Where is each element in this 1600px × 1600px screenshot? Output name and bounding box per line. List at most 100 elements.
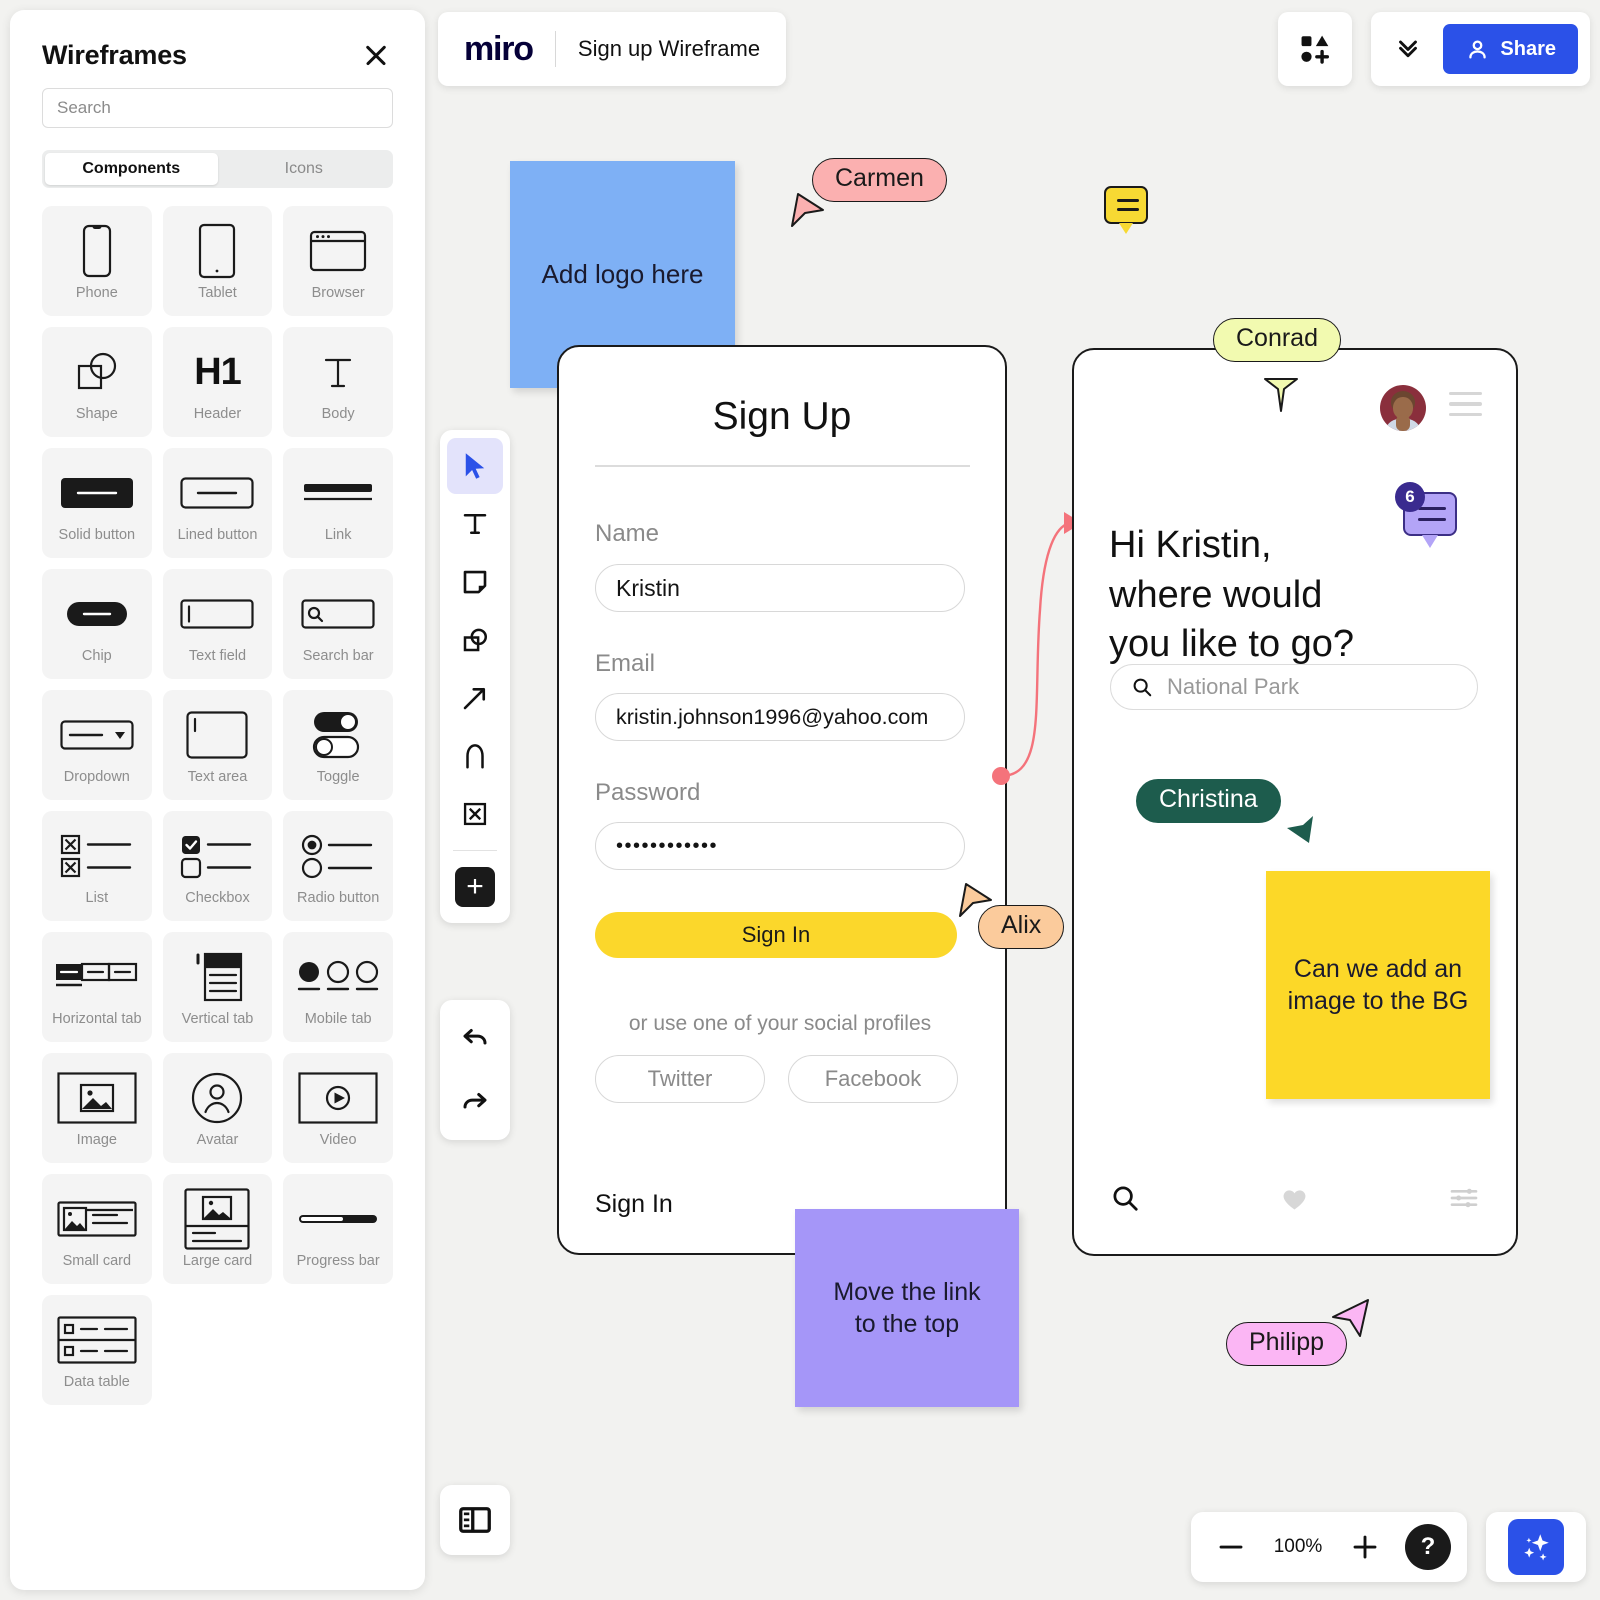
component-large-card[interactable]: Large card xyxy=(162,1174,273,1284)
component-data-table[interactable]: Data table xyxy=(42,1295,152,1405)
component-link[interactable]: Link xyxy=(283,448,393,558)
component-progress-bar[interactable]: Progress bar xyxy=(283,1174,393,1284)
sticky-note-bg-image[interactable]: Can we add an image to the BG xyxy=(1266,871,1490,1099)
component-search-bar[interactable]: Search bar xyxy=(283,569,393,679)
more-tool[interactable]: + xyxy=(447,859,503,915)
component-label: Video xyxy=(319,1132,357,1148)
signin-button[interactable]: Sign In xyxy=(595,912,957,958)
component-label: Body xyxy=(321,406,355,422)
signup-title-underline xyxy=(595,465,970,467)
comment-badge-yellow[interactable] xyxy=(1104,186,1148,237)
pen-tool[interactable] xyxy=(447,728,503,784)
component-label: Header xyxy=(193,406,242,422)
cursor-pointer-conrad xyxy=(1264,378,1298,412)
zoom-in-button[interactable] xyxy=(1347,1529,1383,1565)
sticky-tool[interactable] xyxy=(447,554,503,610)
component-mobile-tab[interactable]: Mobile tab xyxy=(283,932,393,1042)
text-tool[interactable] xyxy=(447,496,503,552)
avatar[interactable] xyxy=(1380,385,1426,431)
data-table-icon xyxy=(57,1310,137,1370)
component-label: Small card xyxy=(62,1253,132,1269)
zoom-level[interactable]: 100% xyxy=(1273,1536,1323,1557)
signup-frame[interactable] xyxy=(557,345,1007,1255)
hamburger-icon[interactable] xyxy=(1449,392,1482,417)
progress-bar-icon xyxy=(298,1189,378,1249)
search-frame-bottom-nav xyxy=(1110,1182,1480,1214)
component-avatar[interactable]: Avatar xyxy=(162,1053,273,1163)
facebook-button[interactable]: Facebook xyxy=(788,1055,958,1103)
component-browser[interactable]: Browser xyxy=(283,206,393,316)
search-frame-heading: Hi Kristin, where would you like to go? xyxy=(1109,524,1355,666)
ai-button[interactable] xyxy=(1508,1519,1564,1575)
signin-footer-link[interactable]: Sign In xyxy=(595,1190,673,1218)
component-small-card[interactable]: Small card xyxy=(42,1174,152,1284)
component-checkbox[interactable]: Checkbox xyxy=(162,811,273,921)
search-nav-icon[interactable] xyxy=(1110,1183,1140,1213)
chevron-double-down-icon[interactable] xyxy=(1389,28,1427,71)
password-field[interactable]: •••••••••••• xyxy=(595,822,965,870)
shapes-tool[interactable] xyxy=(447,612,503,668)
name-field[interactable]: Kristin xyxy=(595,564,965,612)
select-tool[interactable] xyxy=(447,438,503,494)
email-field[interactable]: kristin.johnson1996@yahoo.com xyxy=(595,693,965,741)
share-button[interactable]: Share xyxy=(1443,24,1578,74)
tab-icons[interactable]: Icons xyxy=(284,160,323,177)
component-video[interactable]: Video xyxy=(283,1053,393,1163)
text-field-icon xyxy=(180,584,255,644)
component-list[interactable]: List xyxy=(42,811,152,921)
component-chip[interactable]: Chip xyxy=(42,569,152,679)
close-icon[interactable] xyxy=(359,38,393,72)
comment-badge-purple[interactable]: 6 xyxy=(1395,482,1457,548)
sliders-icon[interactable] xyxy=(1448,1182,1480,1214)
share-button-label: Share xyxy=(1500,37,1556,60)
facebook-button-label: Facebook xyxy=(824,1066,922,1091)
component-dropdown[interactable]: Dropdown xyxy=(42,690,152,800)
help-button[interactable]: ? xyxy=(1405,1524,1451,1570)
component-text-area[interactable]: Text area xyxy=(162,690,273,800)
search-input[interactable] xyxy=(42,88,393,128)
component-radio-button[interactable]: Radio button xyxy=(283,811,393,921)
board-title[interactable]: Sign up Wireframe xyxy=(577,36,761,61)
component-phone[interactable]: Phone xyxy=(42,206,152,316)
component-text-field[interactable]: Text field xyxy=(162,569,273,679)
component-label: Radio button xyxy=(297,890,380,906)
vertical-tab-icon xyxy=(190,947,244,1007)
component-toggle[interactable]: Toggle xyxy=(283,690,393,800)
component-tablet[interactable]: Tablet xyxy=(162,206,273,316)
component-horizontal-tab[interactable]: Horizontal tab xyxy=(42,932,152,1042)
templates-button[interactable] xyxy=(1278,12,1352,86)
cursor-label: Conrad xyxy=(1236,324,1318,352)
search-bar-placeholder: National Park xyxy=(1167,674,1300,699)
undo-redo-group xyxy=(440,1000,510,1140)
plus-icon: + xyxy=(455,867,495,907)
link-icon xyxy=(303,463,373,523)
component-body[interactable]: Body xyxy=(283,327,393,437)
zoom-out-button[interactable] xyxy=(1213,1529,1249,1565)
connector-tool[interactable] xyxy=(447,670,503,726)
component-image[interactable]: Image xyxy=(42,1053,152,1163)
checkbox-icon xyxy=(180,826,254,886)
search-bar[interactable]: National Park xyxy=(1110,664,1478,710)
component-vertical-tab[interactable]: Vertical tab xyxy=(162,932,273,1042)
component-label: Tablet xyxy=(198,285,237,301)
tab-components[interactable]: Components xyxy=(45,153,218,185)
email-field-label: Email xyxy=(595,650,656,677)
component-shape[interactable]: Shape xyxy=(42,327,152,437)
sidebar-toggle-button[interactable] xyxy=(440,1485,510,1555)
list-icon xyxy=(60,826,134,886)
plus-icon xyxy=(1353,1535,1377,1559)
frame-tool[interactable] xyxy=(447,786,503,842)
component-lined-button[interactable]: Lined button xyxy=(162,448,273,558)
heart-icon[interactable] xyxy=(1279,1183,1310,1214)
large-card-icon xyxy=(184,1188,251,1250)
sticky-note-move-link[interactable]: Move the link to the top xyxy=(795,1209,1019,1407)
component-solid-button[interactable]: Solid button xyxy=(42,448,152,558)
cursor-tag-carmen: Carmen xyxy=(812,158,947,202)
search-bar-icon xyxy=(301,584,375,644)
twitter-button-label: Twitter xyxy=(647,1066,713,1091)
component-label: Lined button xyxy=(177,527,258,543)
redo-button[interactable] xyxy=(447,1074,503,1130)
undo-button[interactable] xyxy=(447,1010,503,1066)
twitter-button[interactable]: Twitter xyxy=(595,1055,765,1103)
